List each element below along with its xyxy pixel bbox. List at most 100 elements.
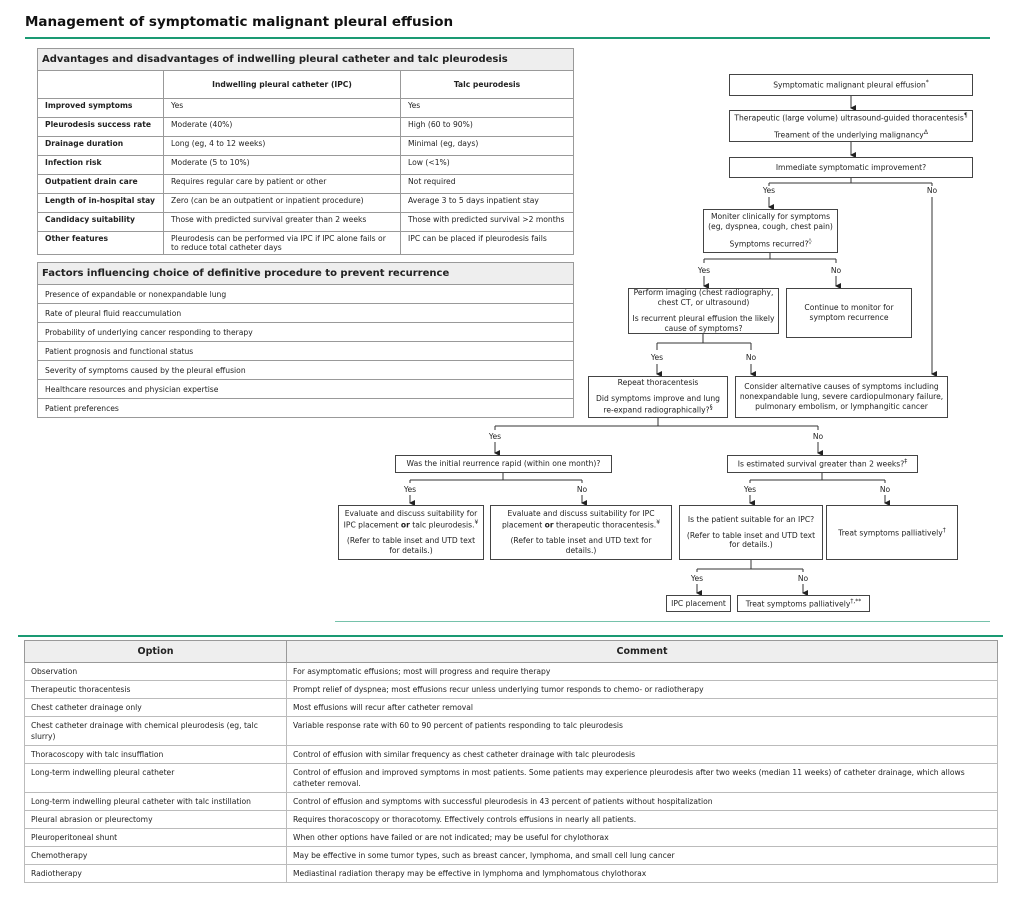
table-cell: Long-term indwelling pleural catheter wi… bbox=[24, 792, 287, 811]
table-cell: Requires thoracoscopy or thoracotomy. Ef… bbox=[286, 810, 998, 829]
box-text: Symptoms recurred? bbox=[729, 239, 809, 249]
box-text: Evaluate and discuss suitability for IPC… bbox=[501, 509, 655, 530]
table-cell: Chest catheter drainage with chemical pl… bbox=[24, 716, 287, 746]
title-divider bbox=[25, 37, 990, 39]
footnote-mark: † bbox=[942, 526, 946, 534]
flowchart-box: Continue to monitor for symptom recurren… bbox=[786, 288, 912, 338]
branch-label-no: No bbox=[745, 353, 757, 362]
table-cell: Prompt relief of dyspnea; most effusions… bbox=[286, 680, 998, 699]
section-divider bbox=[335, 621, 990, 622]
footnote-mark: †,** bbox=[850, 597, 862, 605]
table-cell: Control of effusion with similar frequen… bbox=[286, 745, 998, 764]
footnote-mark: ‡ bbox=[904, 458, 908, 466]
footnote-mark: ◊ bbox=[808, 238, 812, 246]
box-text: Perform imaging (chest radiography, ches… bbox=[633, 288, 774, 308]
section-divider bbox=[18, 635, 1003, 637]
flowchart-box: Symptomatic malignant pleural effusion* bbox=[729, 74, 973, 96]
flowchart-box: Moniter clinically for symptoms (eg, dys… bbox=[703, 209, 838, 253]
table-cell: Therapeutic thoracentesis bbox=[24, 680, 287, 699]
flowchart-box: Evaluate and discuss suitability for IPC… bbox=[490, 505, 672, 560]
flowchart-box: Evaluate and discuss suitability for IPC… bbox=[338, 505, 484, 560]
box-text: Treat symptoms palliatively bbox=[838, 528, 943, 538]
box-note: (Refer to table inset and UTD text for d… bbox=[686, 530, 816, 550]
box-text: Repeat thoracentesis bbox=[617, 378, 699, 388]
table-cell: Mediastinal radiation therapy may be eff… bbox=[286, 864, 998, 883]
table-cell: Control of effusion and symptoms with su… bbox=[286, 792, 998, 811]
box-note: (Refer to table inset and UTD text for d… bbox=[510, 536, 652, 556]
box-text: Did symptoms improve and lung re-expand … bbox=[595, 394, 720, 415]
table-row: Chest catheter drainage with chemical pl… bbox=[24, 716, 998, 746]
box-text-emphasis: or bbox=[400, 520, 410, 530]
box-text-emphasis: or bbox=[544, 520, 554, 530]
box-text: Moniter clinically for symptoms (eg, dys… bbox=[708, 212, 833, 232]
factor-item: Patient preferences bbox=[37, 398, 574, 418]
table-cell: For asymptomatic effusions; most will pr… bbox=[286, 662, 998, 681]
table-cell: Chest catheter drainage only bbox=[24, 698, 287, 717]
box-text: Was the initial reurrence rapid (within … bbox=[406, 459, 601, 469]
table-cell: When other options have failed or are no… bbox=[286, 828, 998, 847]
branch-label-no: No bbox=[797, 574, 809, 583]
factors-table: Factors influencing choice of definitive… bbox=[37, 262, 574, 418]
box-text: therapeutic thoracentesis. bbox=[553, 520, 657, 530]
box-text: IPC placement bbox=[671, 598, 726, 608]
table-cell: Observation bbox=[24, 662, 287, 681]
table-cell: Variable response rate with 60 to 90 per… bbox=[286, 716, 998, 746]
table-row: Patient preferences bbox=[37, 398, 574, 418]
footnote-mark: Δ bbox=[923, 129, 928, 136]
table-row: Long-term indwelling pleural catheter wi… bbox=[24, 792, 998, 811]
table-cell: Pleural abrasion or pleurectomy bbox=[24, 810, 287, 829]
column-header bbox=[37, 70, 164, 99]
flowchart-box: Perform imaging (chest radiography, ches… bbox=[628, 288, 779, 334]
table-cell: Pleuroperitoneal shunt bbox=[24, 828, 287, 847]
branch-label-yes: Yes bbox=[762, 186, 776, 195]
branch-label-no: No bbox=[812, 432, 824, 441]
flowchart-box: IPC placement bbox=[666, 595, 731, 612]
footnote-mark: § bbox=[709, 404, 713, 412]
box-text: Continue to monitor for symptom recurren… bbox=[804, 303, 894, 322]
table-cell: Pleurodesis can be performed via IPC if … bbox=[163, 231, 401, 255]
flowchart-box: Is the patient suitable for an IPC?(Refe… bbox=[679, 505, 823, 560]
box-text: Treat symptoms palliatively bbox=[745, 599, 851, 609]
footnote-mark: ¶ bbox=[963, 111, 968, 119]
box-text: Is recurrent pleural effusion the likely… bbox=[632, 314, 775, 333]
box-text: Immediate symptomatic improvement? bbox=[775, 162, 927, 172]
table-cell: Radiotherapy bbox=[24, 864, 287, 883]
table-cell: Thoracoscopy with talc insufflation bbox=[24, 745, 287, 764]
branch-label-no: No bbox=[879, 485, 891, 494]
flowchart-box: Was the initial reurrence rapid (within … bbox=[395, 455, 612, 473]
table-cell: Most effusions will recur after catheter… bbox=[286, 698, 998, 717]
box-text: Is estimated survival greater than 2 wee… bbox=[737, 459, 905, 469]
box-note: (Refer to table inset and UTD text for d… bbox=[346, 536, 476, 556]
footnote-mark: * bbox=[925, 79, 929, 87]
flowchart-box: Immediate symptomatic improvement? bbox=[729, 157, 973, 178]
column-header: Option bbox=[24, 640, 287, 663]
box-text: Treament of the underlying malignancy bbox=[774, 130, 924, 140]
flowchart-box: Is estimated survival greater than 2 wee… bbox=[727, 455, 918, 473]
branch-label-no: No bbox=[926, 186, 938, 195]
branch-label-yes: Yes bbox=[403, 485, 417, 494]
footnote-mark: ¥ bbox=[474, 518, 479, 526]
advantages-table: Advantages and disadvantages of indwelli… bbox=[37, 48, 574, 255]
page-title: Management of symptomatic malignant pleu… bbox=[25, 14, 454, 30]
table-cell: Other features bbox=[37, 231, 164, 255]
table-cell: May be effective in some tumor types, su… bbox=[286, 846, 998, 865]
column-header: Comment bbox=[286, 640, 998, 663]
box-text: talc pleurodesis. bbox=[409, 520, 475, 530]
box-text: Consider alternative causes of symptoms … bbox=[739, 382, 944, 411]
flowchart-box: Treat symptoms palliatively†,** bbox=[737, 595, 870, 612]
branch-label-yes: Yes bbox=[650, 353, 664, 362]
footnote-mark: ¥ bbox=[656, 518, 661, 526]
